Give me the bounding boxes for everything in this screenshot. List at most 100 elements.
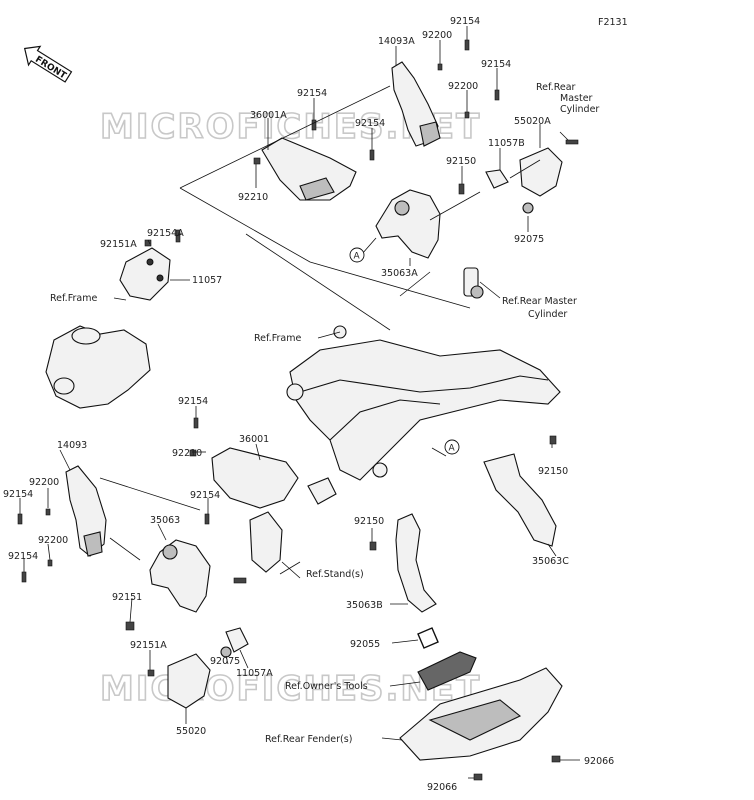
- ref-rear-master-cylinder-top-2: Master: [560, 93, 593, 104]
- spacer-92075-a: [522, 202, 534, 214]
- ref-owners-tools-pouch: [417, 651, 477, 691]
- part-55020-heel-guard: [167, 653, 211, 709]
- ref-stand-bracket: [249, 477, 337, 573]
- bolt-92200-b: [464, 111, 470, 119]
- part-36001A-guard: [261, 137, 357, 201]
- label-92151: 92151: [112, 592, 142, 603]
- label-92154-a: 92154: [450, 16, 480, 27]
- bolt-92151: [125, 621, 135, 631]
- label-36001A: 36001A: [250, 110, 287, 121]
- bolt-92066-a: [473, 773, 483, 781]
- part-labels: 14093A 92200 92154 92154 92200 92154 360…: [3, 16, 614, 793]
- label-92055: 92055: [350, 639, 380, 650]
- part-35063A-bracket: [375, 189, 441, 259]
- label-92154-f: 92154: [190, 490, 220, 501]
- ref-marker-a-top: A: [349, 247, 365, 263]
- label-92154-h: 92154: [8, 551, 38, 562]
- label-92210-b: 92210: [172, 448, 202, 459]
- bolt-92066-b: [551, 755, 561, 763]
- bolt-92200-a: [437, 63, 443, 71]
- part-14093A-cover: [391, 61, 441, 147]
- label-36001: 36001: [239, 434, 269, 445]
- label-92200-c: 92200: [29, 477, 59, 488]
- bolt-92154-h: [21, 571, 27, 583]
- label-35063C: 35063C: [532, 556, 569, 567]
- bolt-92150-b: [369, 541, 377, 551]
- ref-rear-fender: Ref.Rear Fender(s): [265, 734, 352, 745]
- part-11057A-bracket: [225, 627, 249, 653]
- label-92154-c: 92154: [297, 88, 327, 99]
- part-35063B-bracket: [395, 513, 437, 613]
- bolt-92200-d: [47, 559, 53, 567]
- bolt-92154-c: [311, 119, 317, 131]
- label-92154-b: 92154: [481, 59, 511, 70]
- ref-rear-master-cylinder-mid-2: Cylinder: [528, 309, 567, 320]
- ref-stand: Ref.Stand(s): [306, 569, 364, 580]
- ref-marker-a-mid: A: [444, 439, 460, 455]
- ref-frame-main: [286, 325, 561, 481]
- label-14093A: 14093A: [378, 36, 415, 47]
- watermark-bottom: MICROFICHES.NET: [100, 669, 481, 709]
- part-92055-band: [417, 627, 439, 649]
- label-35063B: 35063B: [346, 600, 383, 611]
- bolt-92154-a: [464, 39, 470, 51]
- ref-frame-center: Ref.Frame: [254, 333, 301, 344]
- label-55020A: 55020A: [514, 116, 551, 127]
- part-35063C-bracket: [483, 453, 557, 547]
- ref-rear-master-cylinder-mid-1: Ref.Rear Master: [502, 296, 577, 307]
- label-92154-d: 92154: [355, 118, 385, 129]
- label-55020: 55020: [176, 726, 206, 737]
- label-92200-d: 92200: [38, 535, 68, 546]
- label-14093: 14093: [57, 440, 87, 451]
- label-92150-b: 92150: [354, 516, 384, 527]
- front-direction-badge: FRONT: [23, 45, 73, 83]
- reference-labels: Ref.Rear Master Cylinder Ref.Rear Master…: [50, 82, 599, 745]
- svg-text:A: A: [449, 444, 456, 454]
- label-35063: 35063: [150, 515, 180, 526]
- bolt-92154-e: [193, 417, 199, 429]
- ref-rear-master-cylinder-top-1: Ref.Rear: [536, 82, 576, 93]
- label-11057A: 11057A: [236, 668, 273, 679]
- label-92154-g: 92154: [3, 489, 33, 500]
- part-rear-master-cylinder-fitting: [463, 267, 484, 299]
- part-35063-bracket: [149, 539, 211, 613]
- label-92200-b: 92200: [448, 81, 478, 92]
- label-11057B: 11057B: [488, 138, 525, 149]
- label-92066-b: 92066: [584, 756, 614, 767]
- label-92075-b: 92075: [210, 656, 240, 667]
- label-92075-a: 92075: [514, 234, 544, 245]
- figure-code: F2131: [598, 17, 628, 28]
- bolt-92150-c: [549, 435, 557, 445]
- label-92151A-a: 92151A: [100, 239, 137, 250]
- bolt-92210-a: [253, 157, 261, 165]
- label-35063A: 35063A: [381, 268, 418, 279]
- bolt-92151A-b: [147, 669, 155, 677]
- ref-frame-left-headstock: [45, 325, 151, 409]
- label-92151A-b: 92151A: [130, 640, 167, 651]
- bolt-92200-c: [45, 508, 51, 516]
- label-11057: 11057: [192, 275, 222, 286]
- label-92200-a: 92200: [422, 30, 452, 41]
- bolt-92154-b: [494, 89, 500, 101]
- part-36001-guard: [211, 447, 299, 509]
- ref-rear-fender: [399, 667, 563, 761]
- bolt-92210-b: [189, 449, 197, 457]
- bolt-92150-a: [458, 183, 465, 195]
- part-11057-bracket: [119, 247, 171, 301]
- bolt-ref-stand: [233, 577, 247, 584]
- bolt-92154-d: [369, 149, 375, 161]
- ref-frame-left: Ref.Frame: [50, 293, 97, 304]
- ref-rear-master-cylinder-top-3: Cylinder: [560, 104, 599, 115]
- label-92150-a: 92150: [446, 156, 476, 167]
- leader-lines: [19, 26, 580, 779]
- part-55020A-heel-guard: [485, 147, 563, 197]
- bolt-92151A-a: [144, 239, 152, 247]
- ref-owners-tools: Ref.Owner's Tools: [285, 681, 368, 692]
- label-92150-c: 92150: [538, 466, 568, 477]
- bolt-rear-master-cyl: [565, 139, 579, 145]
- bolt-92154-f: [204, 513, 210, 525]
- label-92066-a: 92066: [427, 782, 457, 793]
- label-92210-a: 92210: [238, 192, 268, 203]
- label-92154A: 92154A: [147, 228, 184, 239]
